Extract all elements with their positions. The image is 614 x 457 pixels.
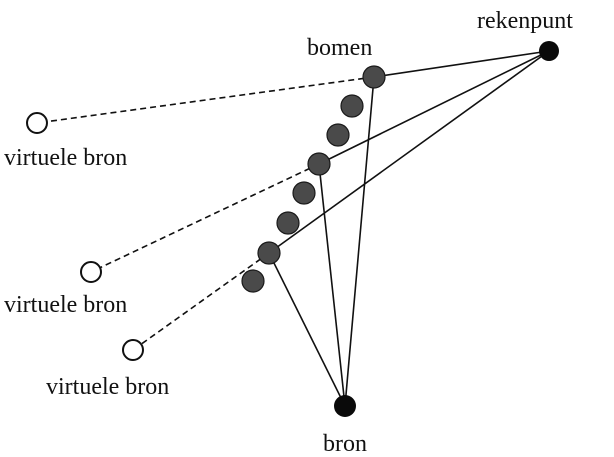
tree-6 [276,211,300,235]
tree-5 [292,181,316,205]
tree-1 [362,65,386,89]
dashed-ray-virtual-source-1 [36,76,375,124]
ray-tree-lower-to-receiver [268,50,550,254]
dashed-ray-virtual-source-2 [90,163,320,273]
tree-4 [307,152,331,176]
source-label: bron [323,431,367,457]
ray-tree-top-to-receiver [373,50,550,78]
ray-source-to-tree-top [344,76,375,407]
virtual-source-label-2: virtuele bron [4,292,127,318]
tree-7 [257,241,281,265]
ray-source-to-tree-lower [268,252,346,407]
ray-tree-middle-to-receiver [318,50,550,165]
virtual-source-2 [80,261,102,283]
tree-2 [340,94,364,118]
virtual-source-1 [26,112,48,134]
virtual-source-label-3: virtuele bron [46,374,169,400]
trees-label: bomen [307,35,372,61]
source-point [334,395,356,417]
dashed-ray-virtual-source-3 [132,252,270,351]
virtual-source-label-1: virtuele bron [4,145,127,171]
virtual-source-3 [122,339,144,361]
tree-8 [241,269,265,293]
ray-source-to-tree-middle [318,163,346,407]
receiver-point [539,41,559,61]
receiver-label: rekenpunt [477,8,573,34]
tree-3 [326,123,350,147]
